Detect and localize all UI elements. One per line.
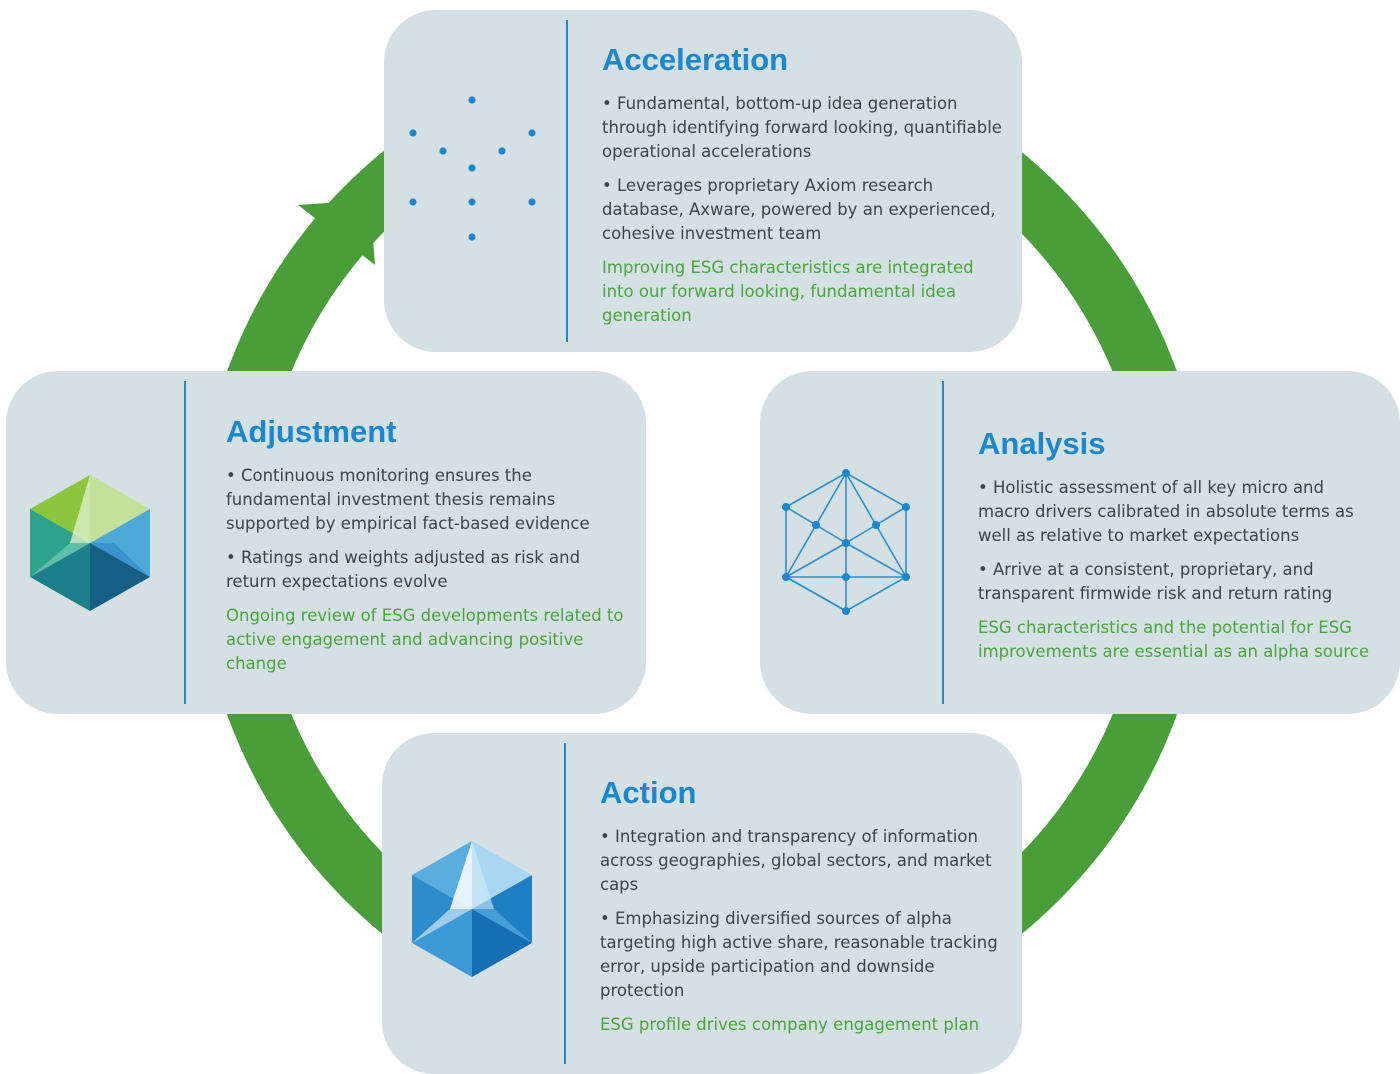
action-text: Action • Integration and transparency of… <box>600 775 1000 1047</box>
card-divider <box>184 381 186 704</box>
card-divider <box>942 381 944 704</box>
analysis-card: Analysis • Holistic assessment of all ke… <box>760 371 1400 714</box>
cycle-arrowhead <box>298 200 375 265</box>
action-card: Action • Integration and transparency of… <box>382 733 1022 1074</box>
blue-gem-hexagon-icon <box>410 839 534 984</box>
acceleration-text: Acceleration • Fundamental, bottom-up id… <box>602 42 1002 338</box>
analysis-esg-note: ESG characteristics and the potential fo… <box>978 618 1369 661</box>
adjustment-esg-note: Ongoing review of ESG developments relat… <box>226 606 624 673</box>
card-divider <box>566 20 568 342</box>
action-bullet-1: • Integration and transparency of inform… <box>600 827 992 894</box>
action-esg-note: ESG profile drives company engagement pl… <box>600 1015 980 1034</box>
adjustment-title: Adjustment <box>226 414 397 449</box>
acceleration-card: Acceleration • Fundamental, bottom-up id… <box>384 10 1022 352</box>
analysis-bullet-2: • Arrive at a consistent, proprietary, a… <box>978 560 1333 603</box>
dot-grid-icon <box>408 94 552 259</box>
green-gem-hexagon-icon <box>28 473 152 618</box>
action-bullet-2: • Emphasizing diversified sources of alp… <box>600 909 998 1000</box>
action-title: Action <box>600 775 697 810</box>
analysis-text: Analysis • Holistic assessment of all ke… <box>978 426 1378 674</box>
analysis-title: Analysis <box>978 426 1106 461</box>
wireframe-hexagon-icon <box>780 469 912 622</box>
acceleration-title: Acceleration <box>602 42 789 77</box>
adjustment-bullet-1: • Continuous monitoring ensures the fund… <box>226 466 590 533</box>
acceleration-esg-note: Improving ESG characteristics are integr… <box>602 258 974 325</box>
card-divider <box>564 743 566 1064</box>
adjustment-card: Adjustment • Continuous monitoring ensur… <box>6 371 646 714</box>
analysis-bullet-1: • Holistic assessment of all key micro a… <box>978 478 1354 545</box>
acceleration-bullet-2: • Leverages proprietary Axiom research d… <box>602 176 996 243</box>
acceleration-bullet-1: • Fundamental, bottom-up idea generation… <box>602 94 1002 161</box>
adjustment-text: Adjustment • Continuous monitoring ensur… <box>226 414 626 686</box>
adjustment-bullet-2: • Ratings and weights adjusted as risk a… <box>226 548 581 591</box>
